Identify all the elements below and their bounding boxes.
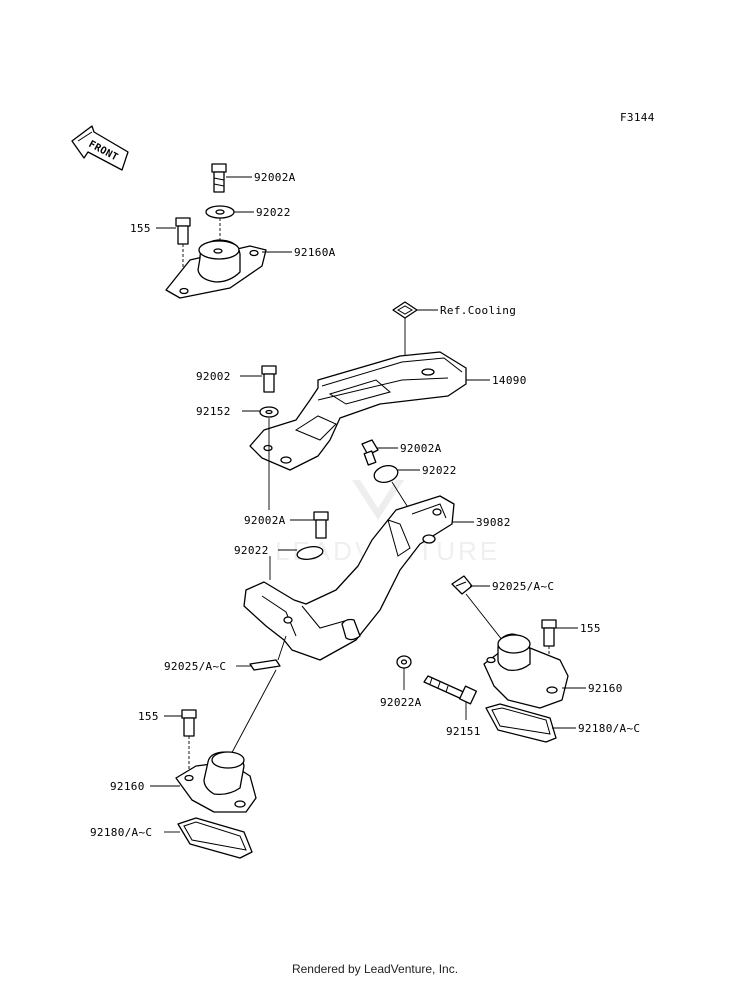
bolt-92151 [423, 675, 478, 705]
callout-92160A: 92160A [294, 246, 336, 259]
callout-92160-right: 92160 [588, 682, 623, 695]
bolt-92002A-top [211, 163, 227, 193]
washer-92022A [396, 655, 412, 669]
bolt-155-top [175, 217, 191, 245]
clip-92025-right [451, 575, 473, 595]
callout-155-left: 155 [138, 710, 159, 723]
callout-92002A-top: 92002A [254, 171, 296, 184]
engine-bracket-39082 [243, 495, 455, 661]
mount-92160A [165, 239, 267, 299]
callout-92022-top: 92022 [256, 206, 291, 219]
washer-92022-top [205, 205, 235, 219]
mount-92160-left [175, 751, 257, 813]
callout-92025-right: 92025/A~C [492, 580, 554, 593]
callout-92022A: 92022A [380, 696, 422, 709]
callout-39082: 39082 [476, 516, 511, 529]
bolt-155-left [181, 709, 197, 737]
callout-92022-mid: 92022 [422, 464, 457, 477]
callout-155-right: 155 [580, 622, 601, 635]
callout-92025-left: 92025/A~C [164, 660, 226, 673]
callout-92002A-mid: 92002A [400, 442, 442, 455]
callout-14090: 14090 [492, 374, 527, 387]
bolt-92002A-mid [361, 439, 379, 466]
callout-ref-cooling: Ref.Cooling [440, 304, 516, 317]
callout-92022-left: 92022 [234, 544, 269, 557]
bolt-155-right [541, 619, 557, 647]
bolt-92002 [261, 365, 277, 393]
callout-92160-left: 92160 [110, 780, 145, 793]
washer-92152 [259, 406, 279, 418]
callout-92152: 92152 [196, 405, 231, 418]
callout-92151: 92151 [446, 725, 481, 738]
callout-92180-left: 92180/A~C [90, 826, 152, 839]
bolt-92002A-left [313, 511, 329, 539]
callout-92180-right: 92180/A~C [578, 722, 640, 735]
ref-cooling-clip [392, 301, 418, 319]
washer-92022-mid [373, 465, 399, 483]
mount-92160-right [483, 633, 569, 709]
plate-92180-right [485, 703, 557, 743]
frame-bracket-14090 [249, 351, 467, 471]
callout-92002A-left: 92002A [244, 514, 286, 527]
clip-92025-left [249, 659, 281, 671]
front-arrow-icon: FRONT [71, 125, 129, 171]
callout-155-top: 155 [130, 222, 151, 235]
washer-92022-left [296, 546, 324, 560]
callout-92002: 92002 [196, 370, 231, 383]
footer-credit: Rendered by LeadVenture, Inc. [291, 962, 459, 976]
figure-code: F3144 [620, 111, 655, 124]
plate-92180-left [177, 817, 253, 859]
